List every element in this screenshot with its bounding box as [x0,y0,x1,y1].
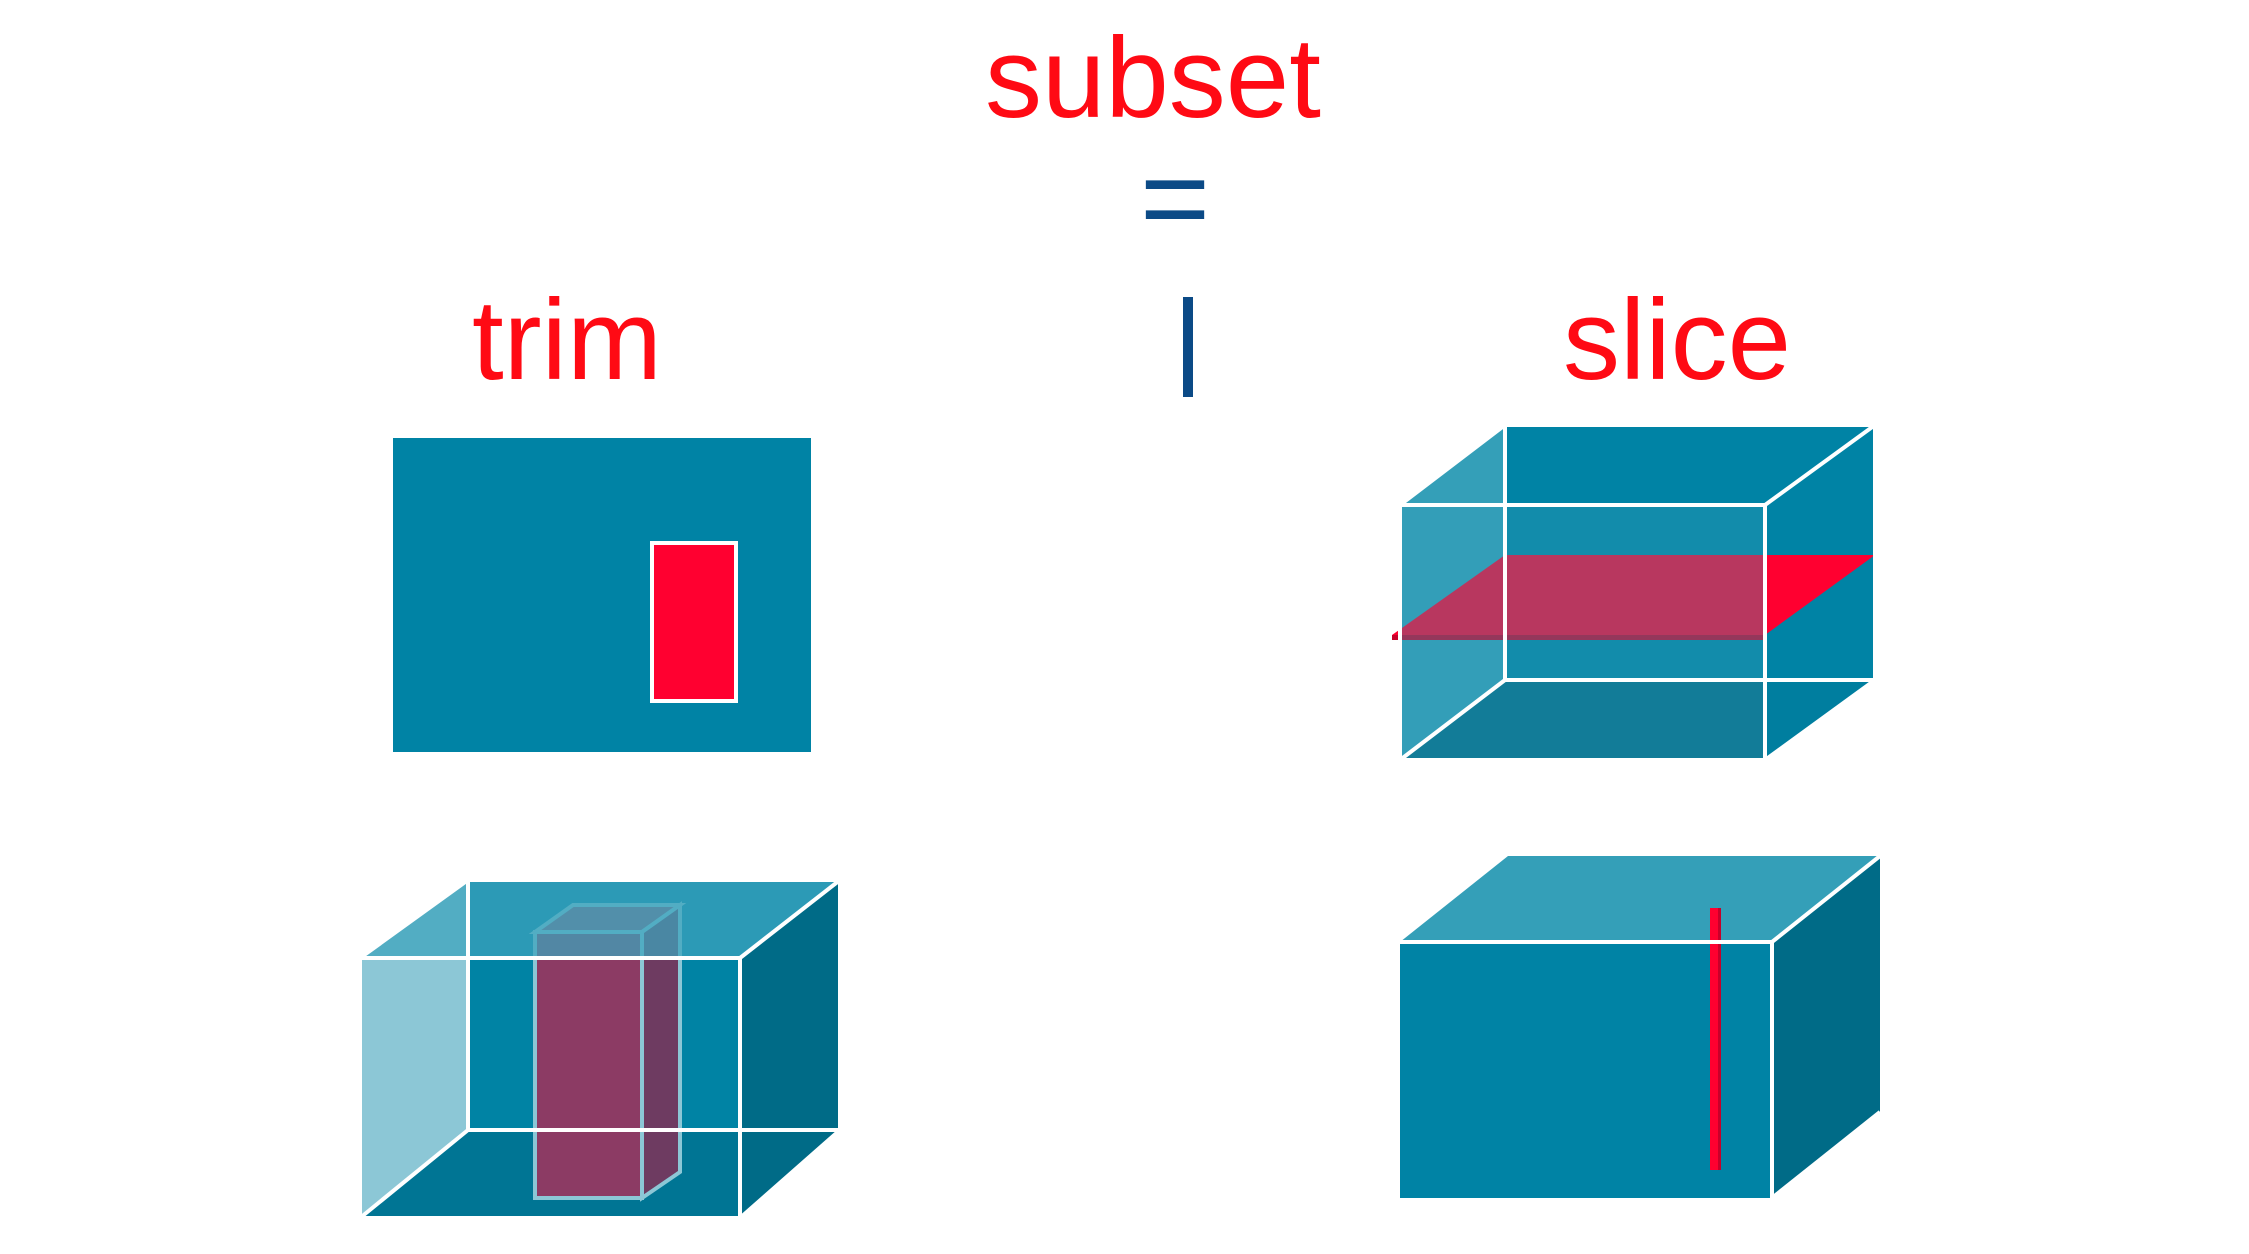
or-separator [1183,297,1193,397]
cube-front-face [1400,505,1765,760]
cube-edges [1400,854,1882,1200]
cube-front-face [360,958,740,1218]
cube-bottom-face [1400,680,1875,760]
cube-top-face [1400,856,1880,942]
cube-edges [358,878,842,1220]
trim-2d-figure [393,438,811,752]
slice-plane-figure [1392,423,1877,762]
cube-edges [1398,423,1877,762]
cube-side-face [1772,856,1880,1198]
cube-side-face [740,880,840,1218]
cube-top-face [360,880,840,958]
slice-line [1710,908,1721,1170]
slice-label: slice [1563,277,1792,404]
trimmed-region [650,541,738,703]
slice-line-figure [1400,854,1882,1200]
cube-front-face [1400,942,1772,1198]
extent-rectangle [393,438,811,752]
slice-plane [1392,555,1875,640]
subset-title: subset [985,15,1321,142]
trim-3d-figure [358,878,842,1220]
trim-label: trim [472,277,662,404]
equals-sign: = [1140,131,1211,265]
